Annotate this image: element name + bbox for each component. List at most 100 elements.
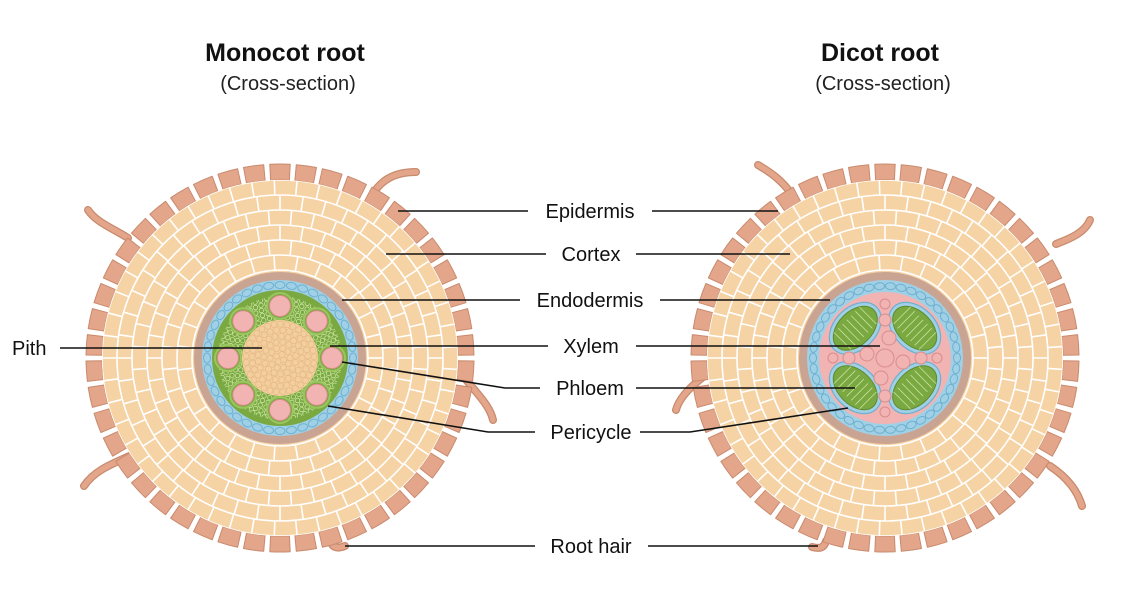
cortex-cell-wall xyxy=(943,242,953,257)
cortex-cell-wall xyxy=(365,458,377,472)
pericycle-cell xyxy=(345,330,354,341)
xylem-cell xyxy=(895,354,911,370)
pericycle-cell xyxy=(843,415,855,425)
cortex-cell-wall xyxy=(914,456,921,472)
cortex-cell-wall xyxy=(1001,377,1017,382)
pith-cell xyxy=(297,361,305,368)
phloem-cell xyxy=(298,401,304,407)
cortex-cell-wall xyxy=(740,388,756,394)
pith-cell xyxy=(268,360,276,368)
cortex-cell-wall xyxy=(250,518,255,534)
cortex-cell-wall xyxy=(960,447,972,461)
pith-cell xyxy=(291,331,299,338)
pith-cell xyxy=(270,321,278,328)
cortex-cell-wall xyxy=(118,334,134,338)
cortex-cell-wall xyxy=(769,290,784,300)
cortex-cell-wall xyxy=(136,454,150,466)
cortex-cell-wall xyxy=(945,209,954,224)
cortex-cell-wall xyxy=(359,422,372,434)
cortex-cell-wall xyxy=(832,433,842,448)
pith-cell xyxy=(258,325,266,333)
cortex-cell-wall xyxy=(142,269,156,279)
cortex-cell-wall xyxy=(193,447,205,461)
phloem-cell xyxy=(231,378,237,384)
cortex-cell-wall xyxy=(233,232,241,248)
cortex-cell-wall xyxy=(164,290,179,300)
pith-cell xyxy=(252,340,259,348)
cortex-cell-wall xyxy=(294,444,299,460)
phloem-cell xyxy=(313,335,319,341)
pericycle-cell xyxy=(924,297,935,307)
cortex-cell-wall xyxy=(355,255,367,269)
phloem-cell xyxy=(225,375,231,381)
pith-cell xyxy=(295,326,303,333)
cortex-cell-wall xyxy=(131,289,146,298)
cortex-cell-wall xyxy=(187,205,197,220)
pericycle-cell xyxy=(297,284,308,293)
pericycle-cell xyxy=(326,301,337,312)
phloem-cell-wall xyxy=(893,306,911,325)
cortex-cell-wall xyxy=(974,271,988,283)
xylem-vessel xyxy=(232,383,255,406)
pith-cell xyxy=(285,387,293,395)
cortex-cell-wall xyxy=(416,260,430,270)
cortex-cell-wall xyxy=(919,438,927,453)
cortex-cell-wall xyxy=(211,209,220,224)
cortex-cell-wall xyxy=(1009,269,1023,279)
epidermis-cell xyxy=(294,164,317,184)
pericycle-cell xyxy=(317,294,328,304)
cortex-cell-wall xyxy=(378,387,394,394)
cortex-cell-wall xyxy=(997,426,1012,436)
pericycle-cell xyxy=(340,319,350,331)
pith-cell xyxy=(290,371,298,379)
epidermis-cell xyxy=(899,532,922,552)
phloem-cell xyxy=(315,369,321,376)
pericycle-cell xyxy=(241,288,253,298)
cortex-cell-wall xyxy=(369,433,383,445)
phloem-cell xyxy=(258,408,264,414)
cortex-cell-wall xyxy=(943,459,953,474)
pericycle-cell xyxy=(933,304,943,314)
pith-cell xyxy=(249,334,256,342)
cortex-cell-wall xyxy=(986,416,1001,426)
pericycle-cell xyxy=(285,426,297,435)
cortex-cell-wall xyxy=(222,480,230,496)
cortex-cell-wall xyxy=(168,218,180,232)
cortex-cell-wall xyxy=(1044,388,1060,393)
cortex-cell-wall xyxy=(273,520,276,536)
cortex-cell-wall xyxy=(809,437,821,450)
phloem-cell xyxy=(328,378,334,384)
xylem-cell xyxy=(878,389,892,403)
pericycle-cell xyxy=(252,423,263,432)
xylem-vessel xyxy=(217,347,239,369)
pericycle-cell xyxy=(297,423,308,432)
cortex-cell-wall xyxy=(793,282,806,294)
xylem-vessel xyxy=(305,310,328,333)
cortex-cell-wall xyxy=(391,250,404,262)
cortex-cell-wall xyxy=(899,180,903,196)
cortex-cell-wall xyxy=(792,205,802,220)
cortex-cell-wall xyxy=(953,231,963,246)
cortex-cell-wall xyxy=(381,416,396,426)
pericycle-cell xyxy=(232,412,243,422)
cortex-cell-wall xyxy=(289,210,293,226)
epidermis-cell xyxy=(269,535,291,553)
cortex-cell-wall xyxy=(963,396,978,405)
cortex-cell-wall xyxy=(153,280,168,290)
pith-cell xyxy=(278,376,286,384)
pith-cell xyxy=(265,373,273,381)
cortex-cell-wall xyxy=(816,209,825,224)
cortex-cell-wall xyxy=(977,211,988,225)
cortex-cell-wall xyxy=(273,445,276,461)
pith-cell xyxy=(310,359,317,367)
cortex-cell-wall xyxy=(330,480,338,496)
cortex-cell-wall xyxy=(166,443,180,455)
pith-cell xyxy=(283,321,291,329)
cortex-cell-wall xyxy=(421,398,437,405)
cortex-cell-wall xyxy=(712,312,728,318)
pith-cell xyxy=(300,330,308,338)
cortex-cell-wall xyxy=(380,261,394,273)
pith-cell xyxy=(256,364,264,371)
cortex-cell-wall xyxy=(354,502,364,517)
cortex-cell-wall xyxy=(315,184,321,200)
